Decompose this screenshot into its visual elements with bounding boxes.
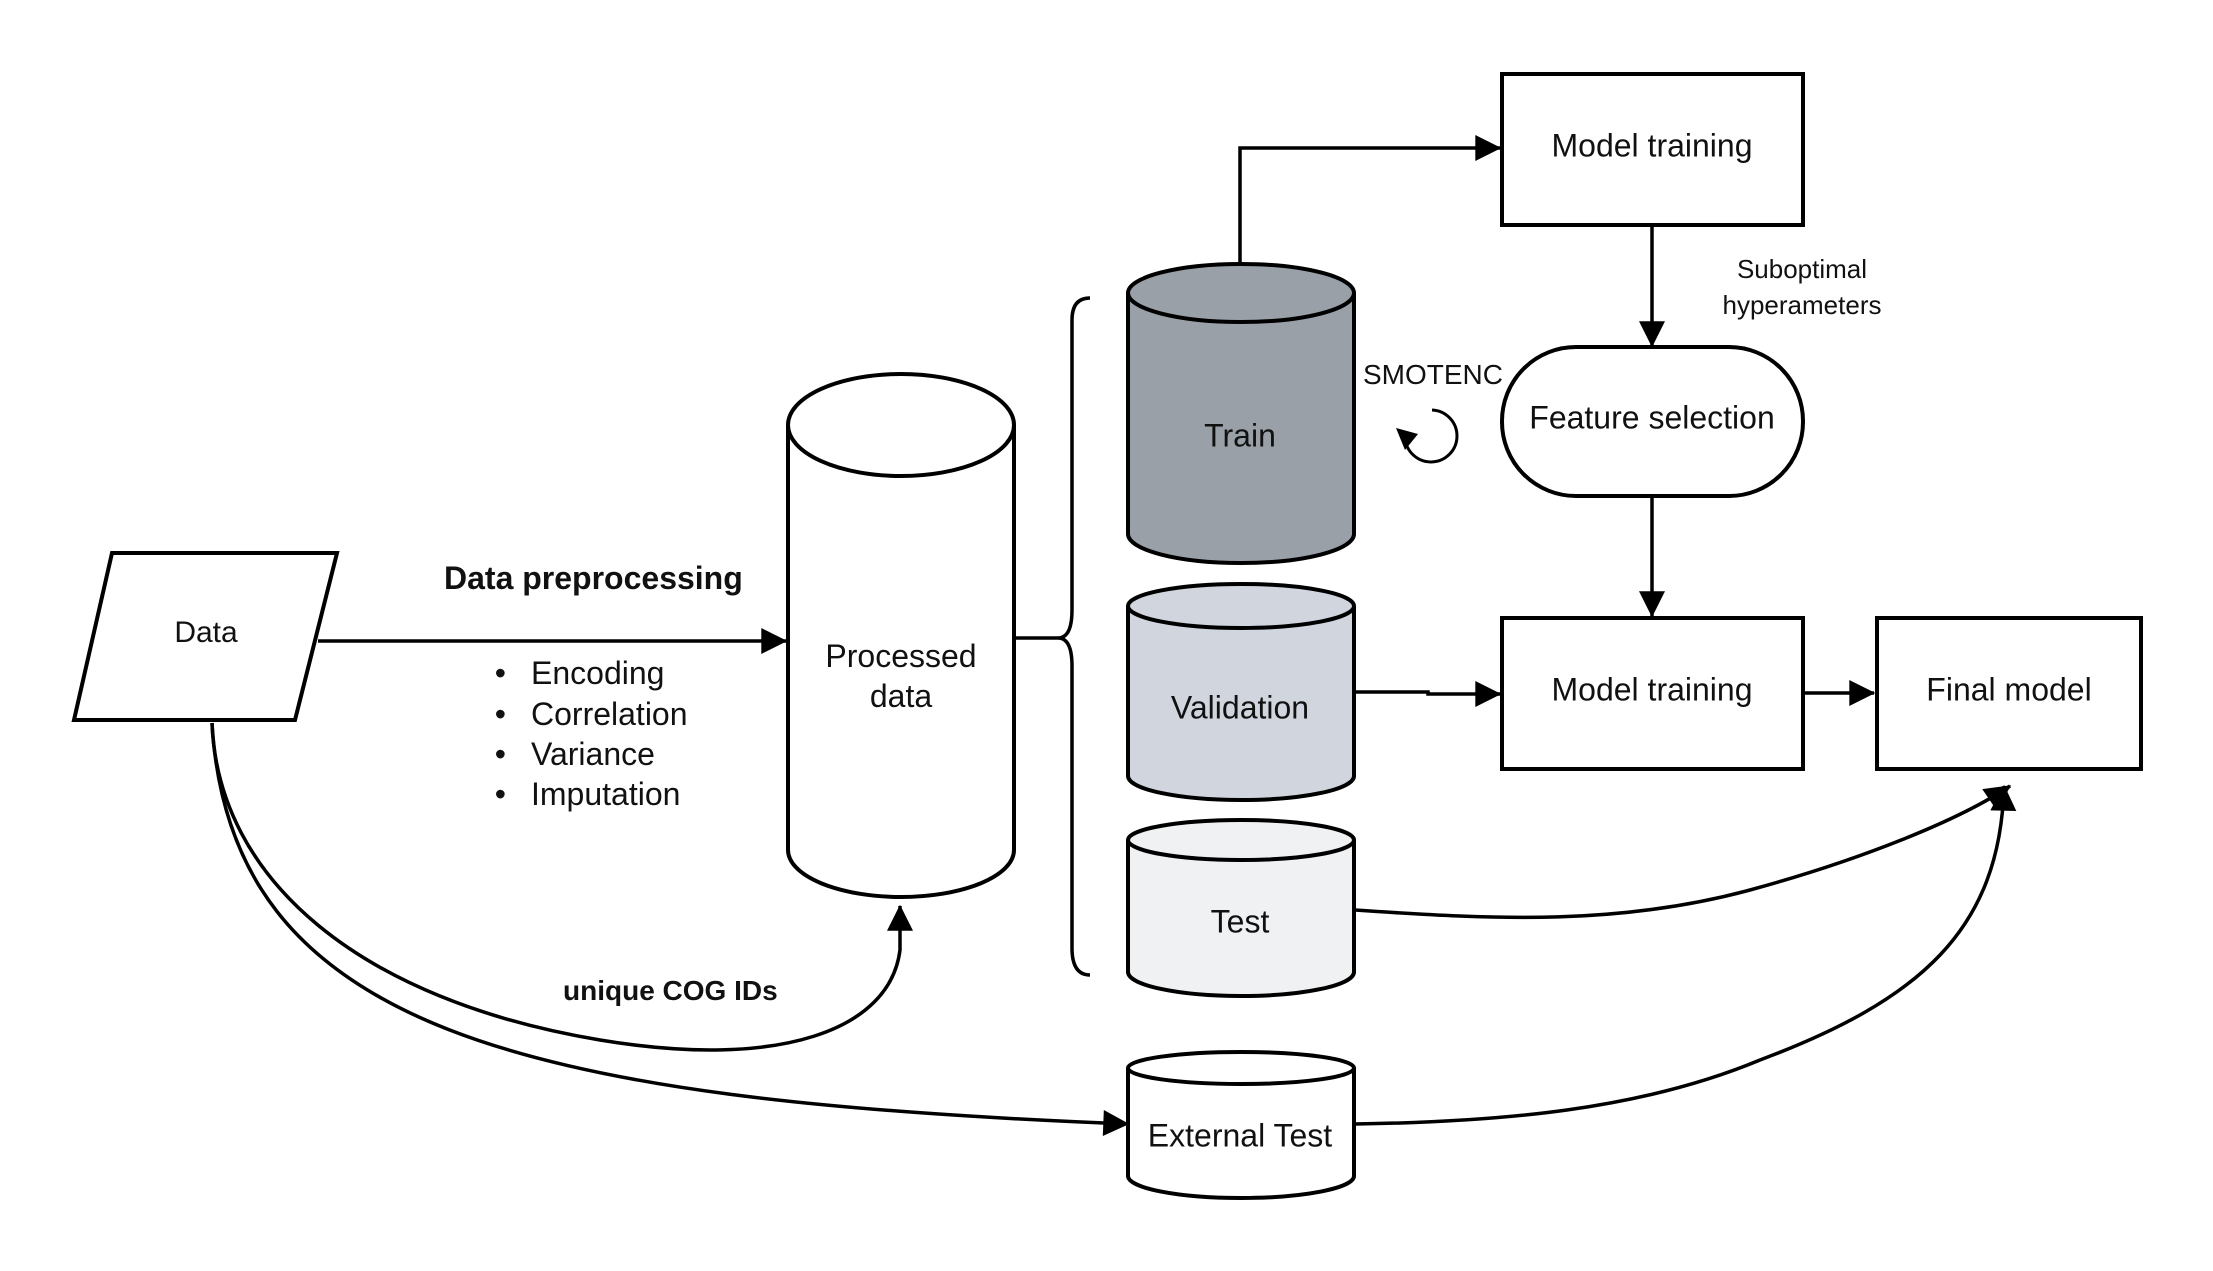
list-item: Encoding bbox=[531, 655, 664, 691]
list-bullet: • bbox=[495, 655, 506, 691]
edge-train-to-model-training bbox=[1238, 135, 1502, 262]
suboptimal-label-line1: Suboptimal bbox=[1737, 254, 1867, 284]
edges bbox=[210, 135, 2017, 1137]
list-item: Imputation bbox=[531, 776, 680, 812]
smotenc-label: SMOTENC bbox=[1363, 359, 1503, 390]
data-node-label: Data bbox=[174, 616, 238, 649]
list-bullet: • bbox=[495, 696, 506, 732]
model-training-bottom-box: Model training bbox=[1500, 616, 1805, 771]
feature-selection-node: Feature selection bbox=[1500, 345, 1805, 498]
preprocessing-steps-list: • Encoding • Correlation • Variance • Im… bbox=[495, 655, 688, 812]
edge-data-to-external-test bbox=[210, 722, 1130, 1137]
edge-test-to-final bbox=[1354, 784, 2012, 920]
list-item: Variance bbox=[531, 736, 655, 772]
validation-label: Validation bbox=[1171, 689, 1309, 725]
train-cylinder: Train bbox=[1126, 262, 1356, 565]
external-test-label: External Test bbox=[1148, 1117, 1333, 1153]
feature-selection-label: Feature selection bbox=[1529, 399, 1774, 435]
edge-external-test-to-final bbox=[1354, 784, 2017, 1126]
smotenc-annotation: SMOTENC bbox=[1363, 359, 1503, 464]
processed-data-cylinder: Processed data bbox=[786, 372, 1016, 899]
train-label: Train bbox=[1204, 417, 1276, 453]
list-bullet: • bbox=[495, 776, 506, 812]
test-cylinder: Test bbox=[1126, 818, 1356, 998]
model-training-top-label: Model training bbox=[1552, 127, 1753, 163]
model-training-bottom-label: Model training bbox=[1552, 671, 1753, 707]
split-brace bbox=[1057, 296, 1091, 977]
final-model-label: Final model bbox=[1926, 671, 2091, 707]
processed-data-label-line1: Processed bbox=[825, 638, 976, 674]
data-node: Data bbox=[71, 551, 340, 722]
suboptimal-hyperparameters-annotation: Suboptimal hyperameters bbox=[1723, 254, 1882, 320]
edge-validation-to-model-training bbox=[1355, 681, 1502, 707]
suboptimal-label-line2: hyperameters bbox=[1723, 290, 1882, 320]
edge-cog-ids-curve bbox=[210, 722, 913, 1052]
list-item: Correlation bbox=[531, 696, 688, 732]
data-preprocessing-label: Data preprocessing bbox=[444, 560, 743, 596]
final-model-box: Final model bbox=[1875, 616, 2143, 771]
refresh-cycle-icon bbox=[1396, 408, 1459, 464]
model-training-top-box: Model training bbox=[1500, 72, 1805, 227]
validation-cylinder: Validation bbox=[1126, 582, 1356, 802]
external-test-cylinder: External Test bbox=[1126, 1050, 1356, 1200]
processed-data-label-line2: data bbox=[870, 678, 932, 714]
unique-cog-ids-label: unique COG IDs bbox=[563, 975, 778, 1006]
test-label: Test bbox=[1211, 903, 1270, 939]
list-bullet: • bbox=[495, 736, 506, 772]
